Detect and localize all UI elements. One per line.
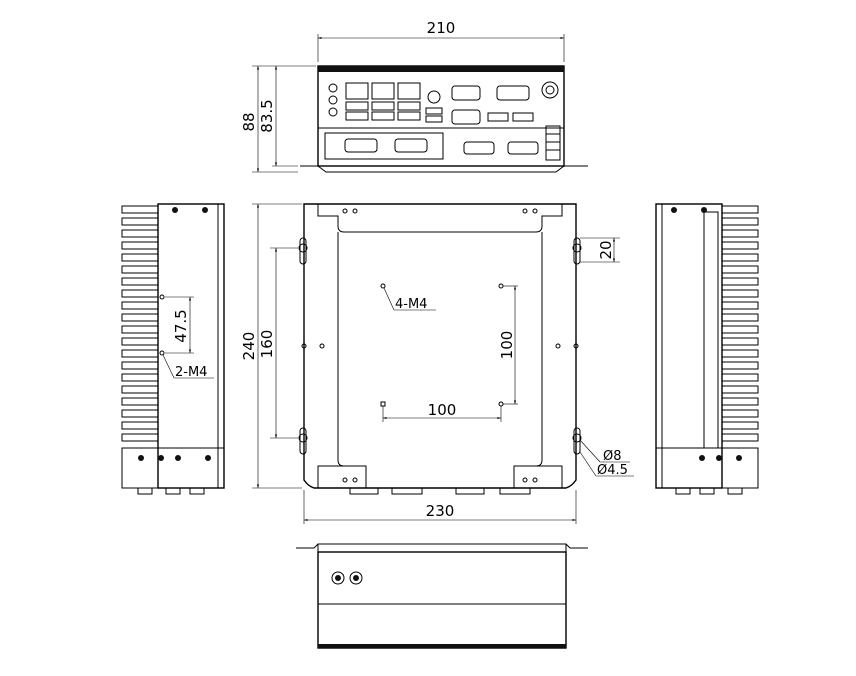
antenna-connector-1 xyxy=(331,571,345,585)
front-view: 210 88 83.5 xyxy=(240,19,588,173)
heatsink-fin xyxy=(721,421,759,430)
front-top-edge xyxy=(318,66,564,72)
bottom-view xyxy=(296,543,588,649)
dim-vesa-horizontal: 100 xyxy=(428,401,457,419)
heatsink-fin xyxy=(721,361,759,370)
heatsink-fin xyxy=(121,265,159,274)
left-chassis xyxy=(157,203,225,489)
heatsink-fin xyxy=(121,277,159,286)
label-slot-large-dia: Ø8 xyxy=(603,449,622,464)
heatsink-fin xyxy=(121,301,159,310)
heatsink-fin xyxy=(121,289,159,298)
heatsink-fin xyxy=(121,337,159,346)
status-leds xyxy=(328,83,338,117)
label-slot-small-dia: Ø4.5 xyxy=(597,463,628,478)
heatsink-fin xyxy=(121,229,159,238)
top-view: 4-M4 100 100 240 160 20 xyxy=(240,203,634,524)
dim-side-hole-spacing: 47.5 xyxy=(172,309,190,342)
heatsink-fin xyxy=(721,313,759,322)
heatsink-fin xyxy=(121,397,159,406)
dim-bracket-slot-spacing: 160 xyxy=(258,330,276,359)
dim-overall-height: 240 xyxy=(240,332,258,361)
heatsink-fin xyxy=(121,373,159,382)
heatsink-fin xyxy=(721,397,759,406)
heatsink-fin xyxy=(721,241,759,250)
dim-slot-length: 20 xyxy=(597,240,615,259)
heatsink-fin xyxy=(121,217,159,226)
left-heatsink-fins xyxy=(121,205,159,442)
dim-front-height-total: 88 xyxy=(240,112,258,131)
heatsink-fin xyxy=(721,373,759,382)
heatsink-fin xyxy=(121,241,159,250)
power-button xyxy=(541,81,559,99)
expansion-bracket xyxy=(324,132,444,160)
right-heatsink-fins xyxy=(721,205,759,442)
hdmi-port xyxy=(487,112,509,122)
heatsink-fin xyxy=(721,277,759,286)
heatsink-fin xyxy=(121,205,159,214)
usb-port xyxy=(425,107,443,115)
heatsink-fin xyxy=(721,265,759,274)
heatsink-fin xyxy=(721,289,759,298)
dim-overall-width: 230 xyxy=(426,502,455,520)
dim-front-width: 210 xyxy=(427,19,456,37)
plate-bottom-connectors xyxy=(349,487,531,495)
heatsink-fin xyxy=(721,325,759,334)
heatsink-fin xyxy=(721,217,759,226)
bottom-chassis xyxy=(317,551,567,649)
right-side-view xyxy=(655,203,759,495)
heatsink-fin xyxy=(121,325,159,334)
displayport xyxy=(512,112,534,122)
ps2-port xyxy=(427,90,441,104)
terminal-block xyxy=(545,125,561,161)
heatsink-fin xyxy=(721,433,759,442)
lan-usb-stack xyxy=(345,82,421,121)
heatsink-fin xyxy=(721,385,759,394)
antenna-connector-2 xyxy=(349,571,363,585)
heatsink-fin xyxy=(721,229,759,238)
heatsink-fin xyxy=(721,253,759,262)
label-side-screw: 2-M4 xyxy=(175,365,207,380)
heatsink-fin xyxy=(721,349,759,358)
serial-ports-top xyxy=(451,85,530,125)
right-chassis xyxy=(655,203,723,489)
heatsink-fin xyxy=(121,313,159,322)
heatsink-fin xyxy=(721,337,759,346)
heatsink-fin xyxy=(121,361,159,370)
heatsink-fin xyxy=(121,421,159,430)
heatsink-fin xyxy=(721,205,759,214)
heatsink-fin xyxy=(721,409,759,418)
dim-front-height-body: 83.5 xyxy=(258,99,276,132)
heatsink-fin xyxy=(121,253,159,262)
dim-vesa-vertical: 100 xyxy=(498,331,516,360)
plate-holes xyxy=(301,208,579,483)
heatsink-fin xyxy=(121,385,159,394)
heatsink-fin xyxy=(721,301,759,310)
left-side-view: 47.5 2-M4 xyxy=(121,203,225,495)
heatsink-fin xyxy=(121,433,159,442)
label-top-screw: 4-M4 xyxy=(395,297,427,312)
keyhole-slots xyxy=(298,237,582,455)
heatsink-fin xyxy=(121,349,159,358)
mounting-plate xyxy=(303,203,577,489)
heatsink-fin xyxy=(121,409,159,418)
